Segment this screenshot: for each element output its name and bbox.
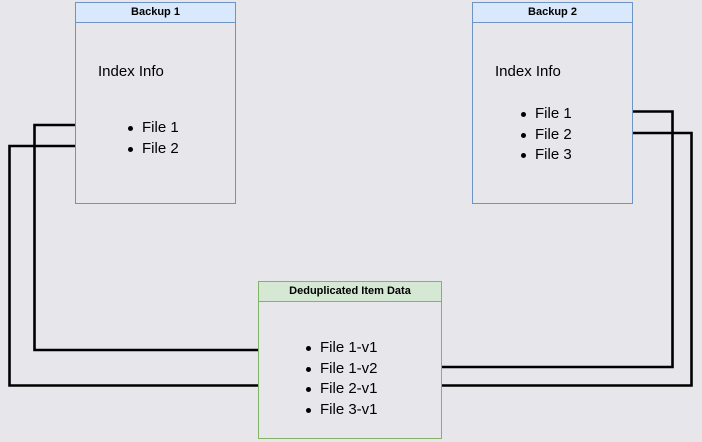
node-deduplicated-item-data-header: Deduplicated Item Data	[259, 282, 441, 302]
node-backup-1-file-list: File 1 File 2	[128, 118, 179, 159]
node-backup-1[interactable]: Backup 1 Index Info File 1 File 2	[75, 2, 236, 204]
node-deduplicated-item-data-file-list: File 1-v1 File 1-v2 File 2-v1 File 3-v1	[306, 338, 378, 420]
list-item: File 3-v1	[306, 400, 378, 421]
list-item: File 1-v2	[306, 359, 378, 380]
node-backup-2-file-list: File 1 File 2 File 3	[521, 104, 572, 166]
node-backup-2-body: Index Info File 1 File 2 File 3	[473, 23, 632, 203]
list-item: File 3	[521, 145, 572, 166]
list-item: File 1	[521, 104, 572, 125]
node-backup-2-header: Backup 2	[473, 3, 632, 23]
list-item: File 2	[521, 125, 572, 146]
list-item: File 1-v1	[306, 338, 378, 359]
list-item: File 2-v1	[306, 379, 378, 400]
node-deduplicated-item-data[interactable]: Deduplicated Item Data File 1-v1 File 1-…	[258, 281, 442, 439]
node-backup-2-caption: Index Info	[495, 63, 561, 80]
list-item: File 2	[128, 139, 179, 160]
list-item: File 1	[128, 118, 179, 139]
node-backup-1-caption: Index Info	[98, 63, 164, 80]
node-deduplicated-item-data-body: File 1-v1 File 1-v2 File 2-v1 File 3-v1	[259, 302, 441, 438]
node-backup-1-header: Backup 1	[76, 3, 235, 23]
node-backup-1-body: Index Info File 1 File 2	[76, 23, 235, 203]
node-backup-2[interactable]: Backup 2 Index Info File 1 File 2 File 3	[472, 2, 633, 204]
